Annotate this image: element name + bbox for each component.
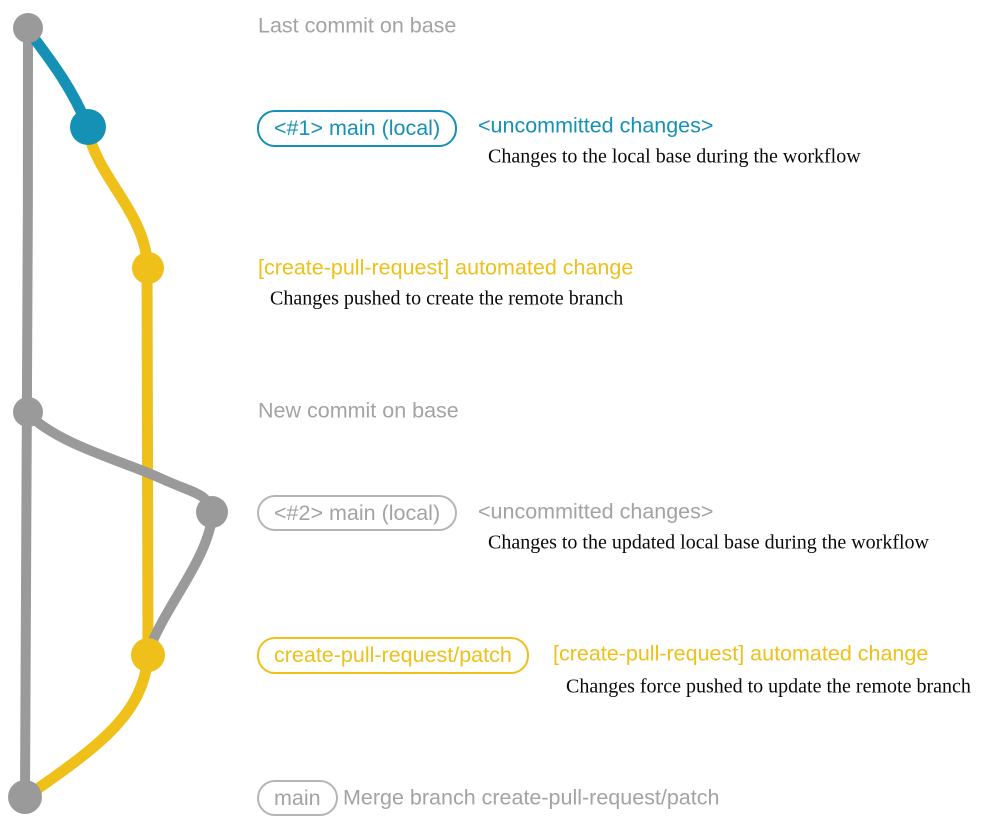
branch-label-main-local-2: <#2> main (local) [257, 495, 458, 531]
description-force-push-update-branch: Changes force pushed to update the remot… [566, 675, 971, 698]
patch-merge-line [27, 652, 154, 798]
commit-dot-last-base [13, 13, 43, 43]
base-branch-line [20, 27, 33, 798]
annotation-last-commit-on-base: Last commit on base [258, 13, 457, 38]
description-local-base-changes-1: Changes to the local base during the wor… [488, 145, 861, 168]
commit-dot-main-local-1 [70, 109, 106, 145]
description-push-create-branch: Changes pushed to create the remote bran… [270, 287, 624, 310]
patch-branch-line [82, 124, 154, 661]
annotation-merge-commit-message: Merge branch create-pull-request/patch [343, 785, 720, 810]
commit-dot-merge [8, 780, 42, 814]
local-changes-branch-line-2 [23, 409, 217, 517]
commit-dot-automated-change-1 [132, 252, 164, 284]
branch-label-main-local-1: <#1> main (local) [257, 110, 458, 147]
description-local-base-changes-2: Changes to the updated local base during… [488, 531, 929, 554]
status-uncommitted-changes-1: <uncommitted changes> [478, 113, 714, 138]
commit-dot-patch-branch [131, 638, 165, 672]
commit-message-automated-change-2: [create-pull-request] automated change [553, 641, 929, 666]
status-uncommitted-changes-2: <uncommitted changes> [478, 499, 714, 524]
branch-label-patch: create-pull-request/patch [257, 637, 529, 674]
branch-label-main-merged: main [257, 780, 338, 816]
force-push-line [146, 513, 217, 650]
commit-message-automated-change-1: [create-pull-request] automated change [258, 255, 634, 280]
commit-dot-new-base [13, 397, 43, 427]
annotation-new-commit-on-base: New commit on base [258, 398, 459, 423]
commit-dot-main-local-2 [196, 496, 228, 528]
